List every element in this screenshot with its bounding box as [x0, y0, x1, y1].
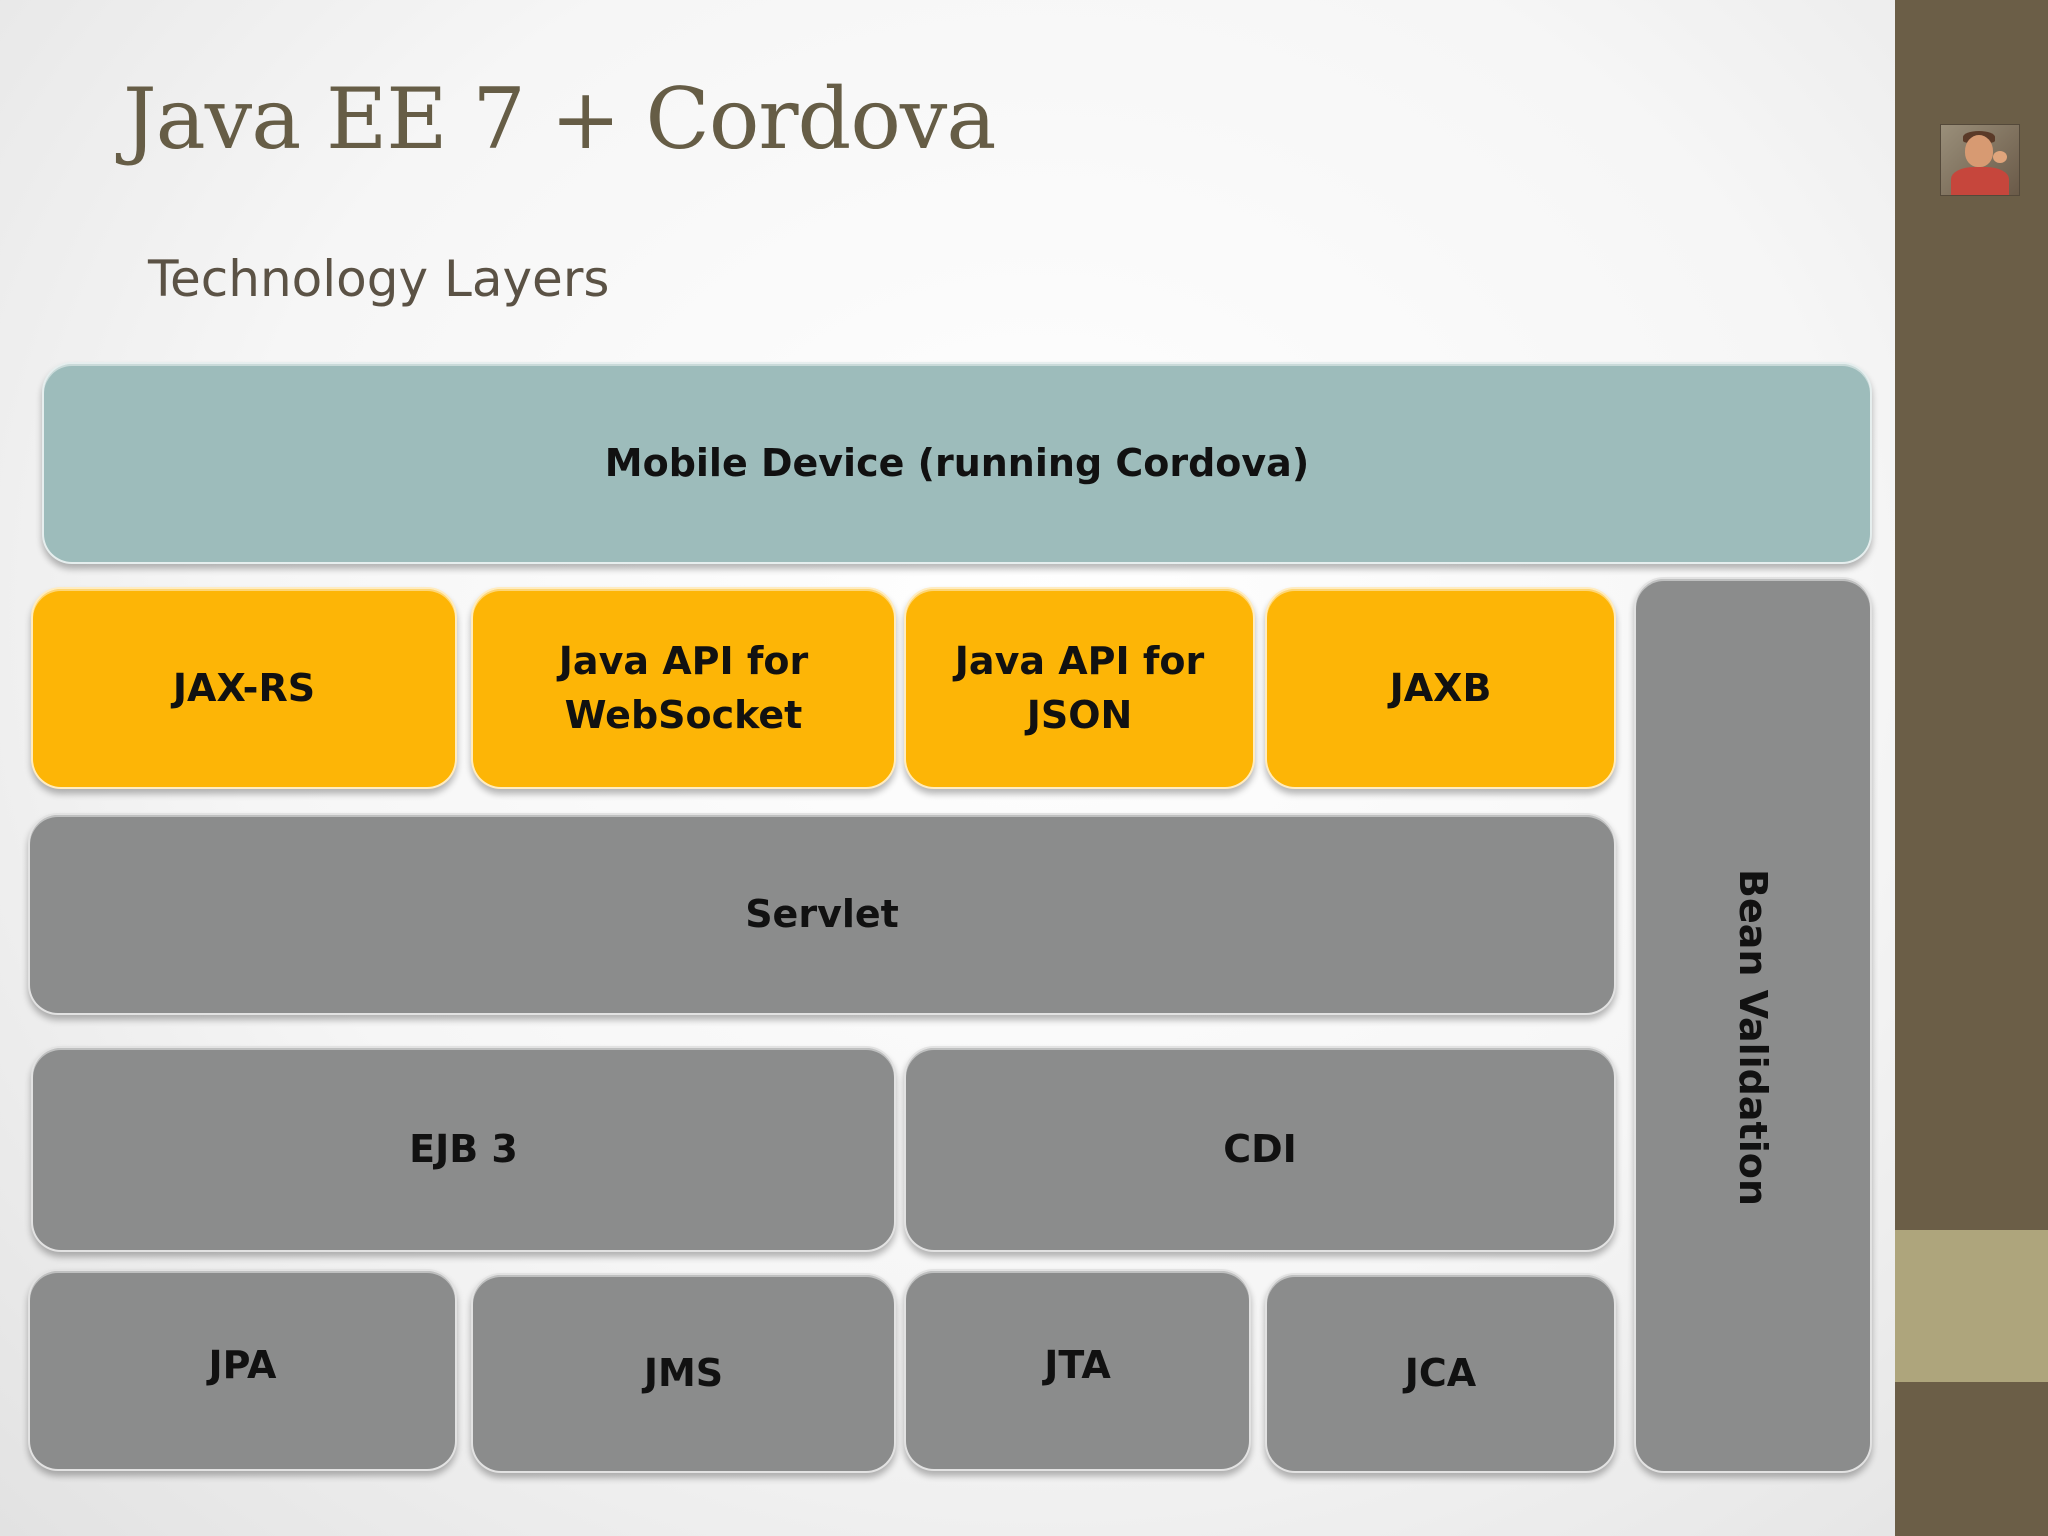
ejb-box: EJB 3 — [31, 1046, 896, 1252]
websocket-api-box: Java API for WebSocket — [471, 587, 896, 789]
slide-subtitle: Technology Layers — [148, 250, 610, 308]
side-bar-accent — [1895, 1230, 2048, 1382]
jaxb-label: JAXB — [1389, 666, 1492, 710]
presenter-hand — [1993, 151, 2007, 163]
jta-box: JTA — [904, 1269, 1251, 1471]
mobile-device-label: Mobile Device (running Cordova) — [604, 441, 1310, 485]
jms-label: JMS — [643, 1351, 724, 1395]
jca-box: JCA — [1265, 1273, 1616, 1473]
jax-rs-box: JAX-RS — [31, 587, 457, 789]
presenter-video-thumbnail[interactable] — [1940, 124, 2020, 196]
json-api-label: Java API for JSON — [954, 639, 1205, 737]
json-api-box: Java API for JSON — [904, 587, 1255, 789]
presenter-shirt — [1951, 167, 2009, 195]
ejb-label: EJB 3 — [409, 1127, 518, 1171]
jta-label: JTA — [1044, 1343, 1111, 1387]
bean-validation-box: Bean Validation — [1634, 577, 1872, 1473]
slide-title: Java EE 7 + Cordova — [123, 70, 996, 168]
servlet-layer: Servlet — [28, 813, 1616, 1015]
servlet-label: Servlet — [745, 892, 899, 936]
presenter-head — [1965, 135, 1993, 167]
jax-rs-label: JAX-RS — [172, 666, 316, 710]
jms-box: JMS — [471, 1273, 896, 1473]
mobile-device-layer: Mobile Device (running Cordova) — [42, 362, 1872, 564]
bean-validation-label: Bean Validation — [1731, 869, 1775, 1206]
cdi-box: CDI — [904, 1046, 1616, 1252]
cdi-label: CDI — [1223, 1127, 1297, 1171]
jaxb-box: JAXB — [1265, 587, 1616, 789]
jpa-box: JPA — [28, 1269, 457, 1471]
websocket-api-label: Java API for WebSocket — [558, 639, 809, 737]
jpa-label: JPA — [208, 1343, 277, 1387]
jca-label: JCA — [1404, 1351, 1477, 1395]
